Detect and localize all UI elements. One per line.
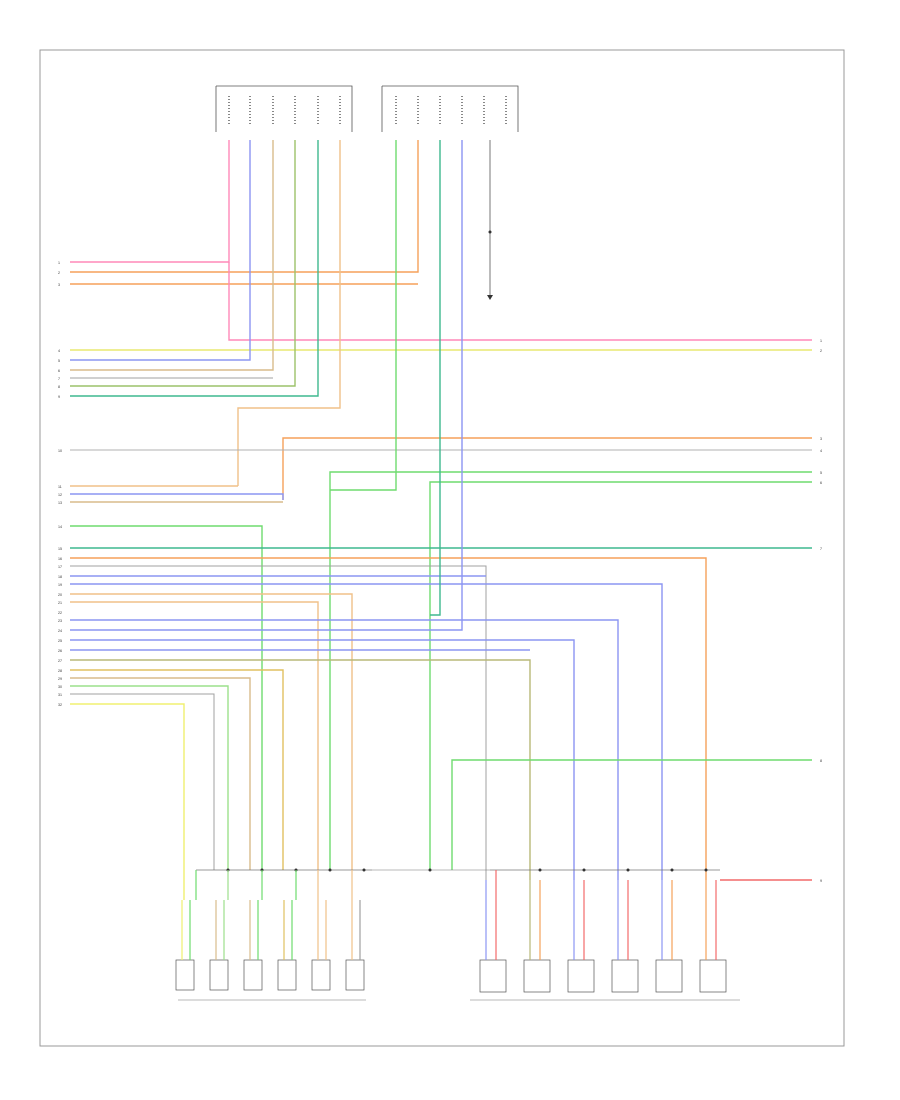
wire-teal-vert xyxy=(430,140,441,616)
wire-yellow-2 xyxy=(70,669,284,870)
wire-green-long-1 xyxy=(329,471,812,870)
wire-orange-long xyxy=(282,437,812,500)
svg-text:21: 21 xyxy=(58,601,62,605)
svg-text:6: 6 xyxy=(820,481,822,485)
svg-text:9: 9 xyxy=(58,395,60,399)
wire-green-right-lower xyxy=(451,759,812,870)
wire-tan-7 xyxy=(70,677,251,870)
svg-text:8: 8 xyxy=(820,759,822,763)
svg-text:5: 5 xyxy=(820,471,822,475)
wire-blue-5 xyxy=(70,619,619,880)
svg-text:1: 1 xyxy=(820,339,822,343)
svg-text:15: 15 xyxy=(58,547,62,551)
left-pin-numbers: 1 2 3 4 5 6 7 8 9 10 11 12 13 14 15 16 1… xyxy=(58,261,62,707)
wire-blue-2 xyxy=(70,493,284,500)
svg-text:17: 17 xyxy=(58,565,62,569)
svg-text:30: 30 xyxy=(58,685,62,689)
wire-green-1 xyxy=(70,140,319,397)
left-wire-group-2 xyxy=(70,437,812,870)
svg-text:26: 26 xyxy=(58,649,62,653)
wire-pink-long xyxy=(228,262,812,341)
svg-text:23: 23 xyxy=(58,619,62,623)
wire-yellow-3 xyxy=(70,703,185,900)
top-connector-right xyxy=(381,85,519,132)
svg-text:3: 3 xyxy=(820,437,822,441)
svg-text:31: 31 xyxy=(58,693,62,697)
bottom-left-components xyxy=(175,870,366,1001)
svg-text:13: 13 xyxy=(58,501,62,505)
wire-blue-4 xyxy=(70,583,663,880)
svg-text:2: 2 xyxy=(820,349,822,353)
svg-text:10: 10 xyxy=(58,449,62,453)
svg-text:1: 1 xyxy=(58,261,60,265)
svg-text:20: 20 xyxy=(58,593,62,597)
svg-text:3: 3 xyxy=(58,283,60,287)
vertical-wires-top-right xyxy=(330,140,812,881)
wire-red-1 xyxy=(70,557,707,880)
svg-text:9: 9 xyxy=(820,879,822,883)
left-wire-group-3 xyxy=(70,140,812,900)
wire-green-vert-1 xyxy=(330,140,397,491)
wire-orange-1 xyxy=(70,140,419,273)
svg-text:22: 22 xyxy=(58,611,62,615)
bottom-right-components xyxy=(470,870,740,1001)
splice-bus xyxy=(196,868,720,872)
left-wire-group-1 xyxy=(70,140,812,486)
svg-text:7: 7 xyxy=(820,547,822,551)
wire-tan-1 xyxy=(70,140,274,371)
svg-text:11: 11 xyxy=(58,485,62,489)
svg-text:12: 12 xyxy=(58,493,62,497)
svg-text:19: 19 xyxy=(58,583,62,587)
top-connector-left xyxy=(215,85,353,132)
wire-blue-1 xyxy=(70,140,251,361)
wire-blue-7 xyxy=(70,639,575,880)
svg-text:29: 29 xyxy=(58,677,62,681)
svg-text:25: 25 xyxy=(58,639,62,643)
svg-text:4: 4 xyxy=(820,449,822,453)
wire-orange-3 xyxy=(70,140,418,612)
svg-text:28: 28 xyxy=(58,669,62,673)
svg-text:2: 2 xyxy=(58,271,60,275)
wire-green-olive xyxy=(70,140,296,387)
wire-tan-2 xyxy=(237,140,341,486)
ground-lead-top xyxy=(487,140,493,300)
svg-text:27: 27 xyxy=(58,659,62,663)
svg-text:24: 24 xyxy=(58,629,62,633)
svg-text:16: 16 xyxy=(58,557,62,561)
wire-gray-3 xyxy=(70,693,215,870)
svg-text:18: 18 xyxy=(58,575,62,579)
wire-green-3 xyxy=(70,685,229,870)
wire-olive-1 xyxy=(70,659,531,880)
wire-green-long-2 xyxy=(429,481,812,870)
svg-text:5: 5 xyxy=(58,359,60,363)
wire-green-2 xyxy=(70,525,263,870)
svg-text:6: 6 xyxy=(58,369,60,373)
svg-text:8: 8 xyxy=(58,385,60,389)
svg-text:4: 4 xyxy=(58,349,60,353)
wire-tan-5 xyxy=(70,593,353,870)
wire-gray-2 xyxy=(70,565,487,880)
wire-blue-6 xyxy=(70,140,463,631)
svg-text:14: 14 xyxy=(58,525,62,529)
diagram-frame xyxy=(39,49,845,1047)
svg-text:32: 32 xyxy=(58,703,62,707)
wire-tan-6 xyxy=(70,601,319,870)
right-pin-numbers: 1 2 3 4 5 6 7 8 9 xyxy=(820,339,822,883)
wire-pink-1 xyxy=(70,140,230,263)
svg-text:7: 7 xyxy=(58,377,60,381)
